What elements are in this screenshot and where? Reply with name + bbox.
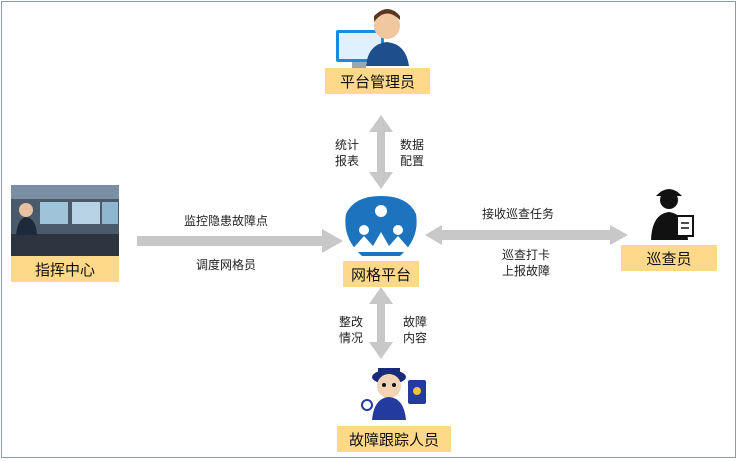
edge-label-line: 配置 [399, 154, 424, 168]
tracker-police-icon [361, 368, 426, 420]
node-tracker-label: 故障跟踪人员 [337, 426, 451, 452]
edge-label-line: 上报故障 [501, 264, 550, 278]
edge-label-left-bottom: 调度网格员 [196, 258, 257, 272]
arrow-platform-tracker [369, 287, 393, 359]
edge-label-bottom-left: 整改 情况 [336, 314, 366, 346]
edge-label-left-top: 监控隐患故障点 [184, 214, 269, 228]
edge-label-line: 数据 [399, 138, 424, 152]
platform-logo-icon [345, 196, 417, 256]
command-center-photo [11, 185, 119, 257]
node-admin-label: 平台管理员 [325, 68, 430, 94]
edge-label-line: 巡查打卡 [501, 248, 550, 262]
edge-label-line: 内容 [402, 331, 427, 345]
edge-label-line: 报表 [334, 154, 359, 168]
edge-label-line: 情况 [338, 331, 363, 345]
node-inspector-label: 巡查员 [621, 245, 717, 271]
arrow-command-platform [137, 229, 343, 253]
edge-label-line: 故障 [402, 315, 427, 329]
admin-person-icon [336, 9, 409, 68]
edge-label-line: 整改 [338, 315, 363, 329]
node-platform-label: 网格平台 [343, 261, 419, 287]
edge-label-top-left: 统计 报表 [332, 137, 362, 169]
edge-label-right-top: 接收巡查任务 [482, 207, 555, 221]
inspector-person-icon [651, 189, 694, 240]
arrow-admin-platform [369, 115, 393, 189]
arrow-platform-inspector [425, 225, 628, 245]
node-command-label: 指挥中心 [11, 256, 119, 282]
edge-label-line: 统计 [334, 138, 359, 152]
edge-label-right-bottom: 巡查打卡 上报故障 [493, 247, 559, 279]
edge-label-top-right: 数据 配置 [397, 137, 427, 169]
edge-label-bottom-right: 故障 内容 [400, 314, 430, 346]
